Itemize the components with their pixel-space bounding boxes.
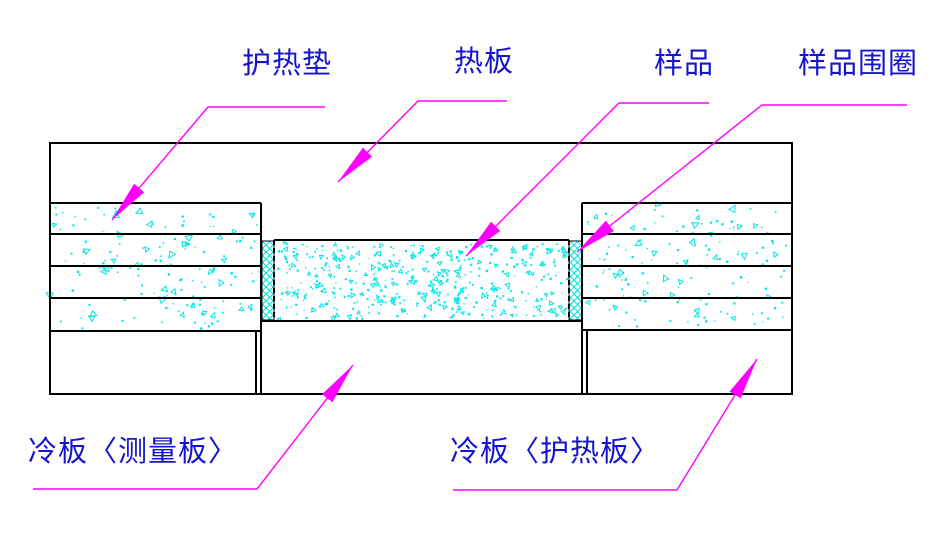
leader-cold-plate-guard bbox=[453, 358, 758, 491]
arrowhead-hot-plate bbox=[338, 147, 373, 182]
label-sample-ring: 样品围圈 bbox=[798, 48, 919, 80]
label-sample: 样品 bbox=[654, 48, 715, 80]
arrowhead-sample-ring bbox=[577, 220, 614, 252]
leader-cold-plate-measure bbox=[33, 364, 354, 490]
arrowhead-cold-plate-guard bbox=[729, 359, 757, 399]
leader-sample bbox=[465, 102, 709, 257]
outer-frame bbox=[49, 142, 793, 395]
right-guard-pad-texture bbox=[584, 200, 788, 328]
left-guard-pad-texture bbox=[45, 206, 260, 330]
leader-guard-pad bbox=[111, 106, 325, 221]
label-cold-plate-measure: 冷板〈测量板〉 bbox=[28, 436, 239, 468]
left-sample-ring-hatch bbox=[261, 240, 275, 321]
speckle-texture bbox=[45, 200, 788, 330]
leader-sample-ring bbox=[576, 104, 907, 253]
leader-lines bbox=[33, 100, 907, 491]
right-sample-ring-hatch bbox=[568, 240, 583, 321]
label-guard-pad: 护热垫 bbox=[242, 48, 333, 80]
arrowhead-guard-pad bbox=[112, 183, 145, 220]
leader-hot-plate bbox=[337, 100, 507, 183]
sample-texture bbox=[275, 240, 569, 323]
arrowhead-cold-plate-measure bbox=[322, 365, 353, 403]
label-hot-plate: 热板 bbox=[454, 46, 515, 78]
label-cold-plate-guard: 冷板〈护热板〉 bbox=[450, 436, 661, 468]
structure-lines bbox=[49, 142, 793, 395]
arrowhead-sample bbox=[466, 221, 501, 256]
